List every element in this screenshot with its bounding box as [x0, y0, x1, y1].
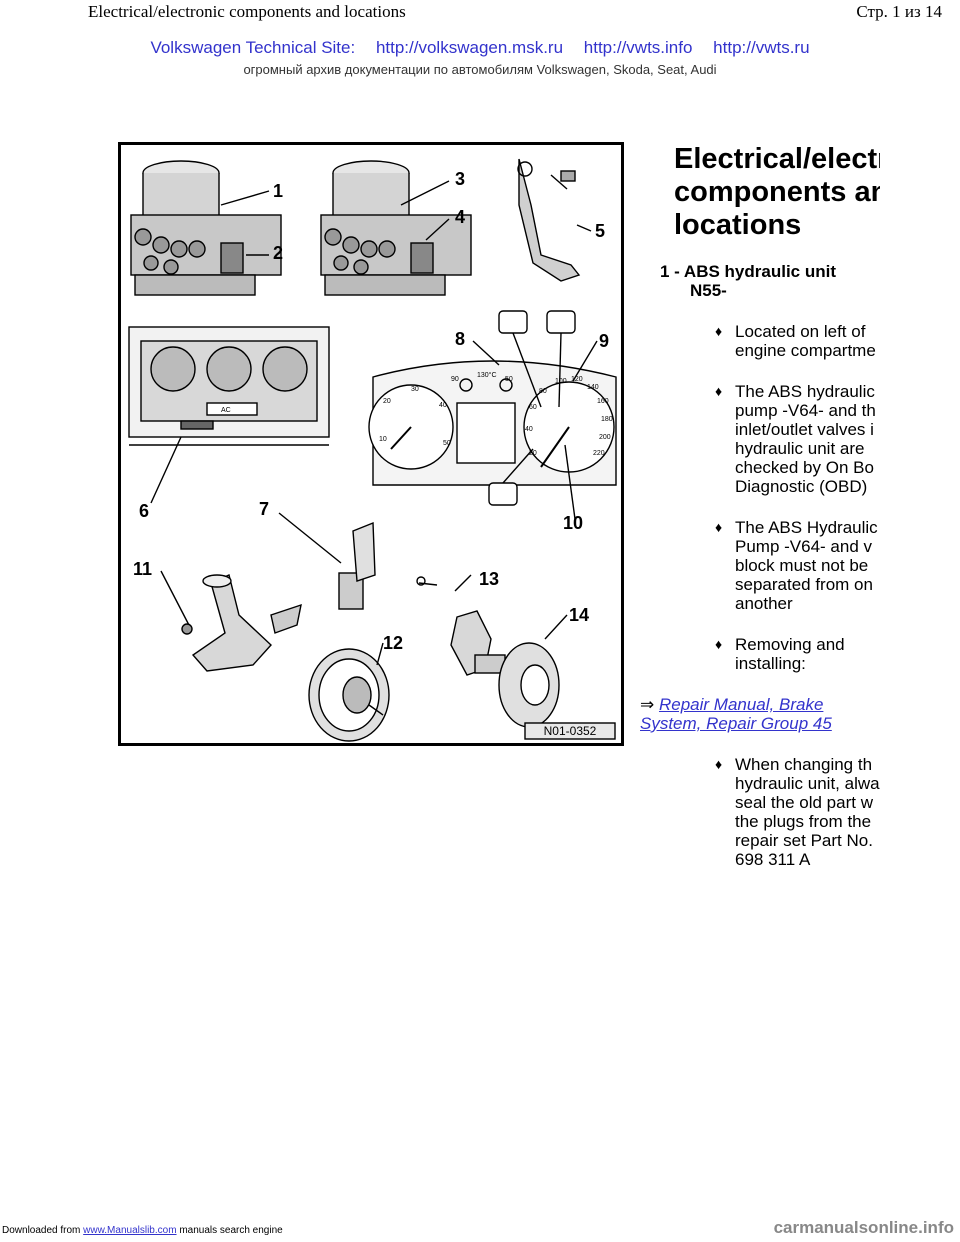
document-title: Electrical/electronic components and loc… — [88, 2, 406, 21]
climate-control-panel — [128, 326, 330, 504]
callout-3: 3 — [455, 169, 465, 189]
svg-text:60: 60 — [529, 404, 537, 411]
callout-8: 8 — [455, 329, 465, 349]
instrument-cluster — [368, 310, 617, 520]
svg-text:80: 80 — [539, 388, 547, 395]
callout-9: 9 — [599, 331, 609, 351]
svg-text:AC: AC — [221, 407, 231, 414]
callout-4: 4 — [455, 207, 465, 227]
svg-text:100: 100 — [555, 378, 567, 385]
svg-text:20: 20 — [383, 398, 391, 405]
diamond-bullet-icon: ♦ — [715, 323, 723, 339]
component-description: 1 - ABS hydraulic unit N55- ♦Located on … — [640, 262, 880, 869]
svg-text:10: 10 — [379, 436, 387, 443]
diamond-bullet-icon: ♦ — [715, 383, 723, 399]
bullet-item: ♦Located on left of engine compartme — [715, 322, 876, 360]
svg-text:40: 40 — [525, 426, 533, 433]
svg-text:40: 40 — [439, 402, 447, 409]
wheel-hub-front — [308, 642, 390, 742]
section-heading: Electrical/electrc components anc locati… — [674, 143, 880, 241]
arrow-icon: ⇒ — [640, 695, 655, 714]
callout-1: 1 — [273, 181, 283, 201]
callout-13: 13 — [479, 569, 499, 589]
manualslib-link[interactable]: www.Manualslib.com — [83, 1225, 177, 1236]
callout-6: 6 — [139, 501, 149, 521]
svg-text:140: 140 — [587, 384, 599, 391]
bullet-item: ♦The ABS Hydraulic Pump -V64- and v bloc… — [715, 518, 878, 613]
callout-12: 12 — [383, 633, 403, 653]
bullet-item: ♦Removing and installing: — [715, 635, 845, 673]
banner-link[interactable]: http://vwts.info — [583, 38, 693, 57]
page-counter: Стр. 1 из 14 — [856, 2, 942, 21]
svg-text:90: 90 — [451, 376, 459, 383]
svg-text:180: 180 — [601, 416, 613, 423]
repair-manual-link[interactable]: ⇒ Repair Manual, Brake System, Repair Gr… — [640, 695, 832, 733]
diamond-bullet-icon: ♦ — [715, 756, 723, 772]
watermark: carmanualsonline.info — [773, 1218, 954, 1237]
svg-text:160: 160 — [597, 398, 609, 405]
banner-label: Volkswagen Technical Site: — [150, 38, 356, 57]
figure-code: N01-0352 — [544, 724, 597, 738]
callout-2: 2 — [273, 243, 283, 263]
site-banner: Volkswagen Technical Site: http://volksw… — [0, 38, 960, 58]
component-location-illustration: 1 2 3 4 5 6 7 8 9 10 11 12 13 14 10 20 3… — [118, 142, 624, 746]
callout-10: 10 — [563, 513, 583, 533]
download-footer: Downloaded from www.Manualslib.com manua… — [2, 1225, 283, 1236]
banner-link[interactable]: http://volkswagen.msk.ru — [375, 38, 564, 57]
abs-unit-right — [320, 160, 472, 296]
banner-link[interactable]: http://vwts.ru — [713, 38, 810, 57]
svg-text:50: 50 — [443, 440, 451, 447]
wheel-hub-rear — [416, 574, 568, 728]
svg-text:30: 30 — [411, 386, 419, 393]
svg-text:120: 120 — [571, 376, 583, 383]
illustration-svg: 1 2 3 4 5 6 7 8 9 10 11 12 13 14 10 20 3… — [128, 158, 617, 742]
sensor-component — [278, 512, 376, 610]
svg-text:50: 50 — [505, 376, 513, 383]
callout-7: 7 — [259, 499, 269, 519]
callout-11: 11 — [133, 559, 152, 579]
banner-subtitle: огромный архив документации по автомобил… — [243, 62, 717, 77]
steering-knuckle — [160, 570, 302, 672]
diamond-bullet-icon: ♦ — [715, 636, 723, 652]
abs-unit-left — [130, 160, 282, 296]
svg-text:200: 200 — [599, 434, 611, 441]
svg-text:20: 20 — [529, 450, 537, 457]
brake-pedal — [517, 158, 592, 282]
bullet-item: ♦When changing th hydraulic unit, alwa s… — [715, 755, 880, 869]
diamond-bullet-icon: ♦ — [715, 519, 723, 535]
item-title: 1 - ABS hydraulic unit N55- — [660, 262, 837, 300]
callout-14: 14 — [569, 605, 589, 625]
svg-text:220: 220 — [593, 450, 605, 457]
svg-text:130°C: 130°C — [477, 371, 497, 379]
callout-5: 5 — [595, 221, 605, 241]
bullet-item: ♦The ABS hydraulic pump -V64- and th inl… — [715, 382, 876, 496]
